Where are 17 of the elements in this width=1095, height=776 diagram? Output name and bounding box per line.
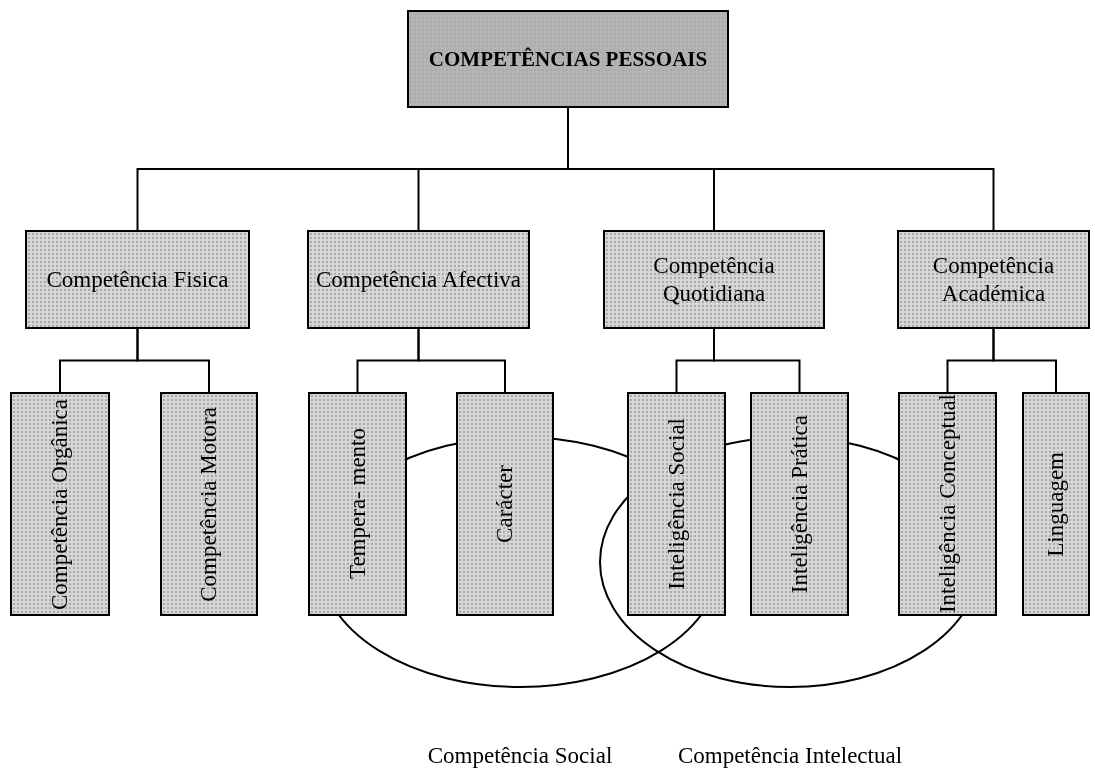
connector-line <box>992 328 1057 393</box>
vertical-label-box: Inteligência Prática <box>750 392 849 616</box>
connector-line <box>713 328 801 393</box>
vertical-label-box: Competência Orgânica <box>10 392 110 616</box>
category-box: Competência Quotidiana <box>603 230 825 329</box>
connector-line <box>417 328 506 393</box>
root-box: COMPETÊNCIAS PESSOAIS <box>407 10 729 108</box>
category-box: Competência Afectiva <box>307 230 530 329</box>
category-box: Competência Fisica <box>25 230 250 329</box>
vertical-label-box: Inteligência Social <box>627 392 726 616</box>
category-box: Competência Académica <box>897 230 1090 329</box>
connector-line <box>136 328 210 393</box>
vertical-label-box: Inteligência Conceptual <box>898 392 997 616</box>
vertical-label-box: Tempera- mento <box>308 392 407 616</box>
vertical-label-box: Linguagem <box>1022 392 1090 616</box>
vertical-label-box: Carácter <box>456 392 554 616</box>
vertical-label-box: Competência Motora <box>160 392 258 616</box>
